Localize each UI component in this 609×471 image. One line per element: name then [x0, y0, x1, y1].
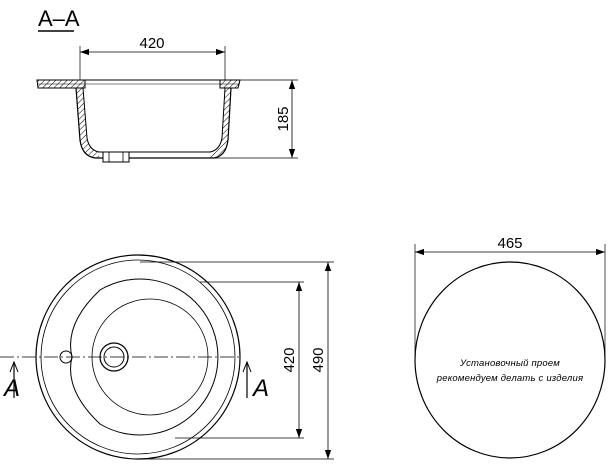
- cutout-view: 465 Установочный проем рекомендуем делат…: [414, 235, 606, 459]
- bowl-inner: [91, 298, 209, 416]
- section-title: A–A: [38, 6, 80, 31]
- dimension-section-width: 420: [139, 35, 164, 52]
- cut-label-right: A: [251, 375, 269, 402]
- drain-outlet: [102, 151, 130, 163]
- faucet-hole: [59, 350, 73, 364]
- cutout-note-line2: рекомендуем делать с изделия: [436, 373, 584, 384]
- sink-outer-edge: [35, 254, 241, 460]
- section-view: A–A 420 185: [36, 6, 298, 163]
- bowl-wall-outer: [75, 87, 232, 159]
- drain-inner: [103, 346, 125, 368]
- bowl-wall-inner: [82, 87, 226, 153]
- dimension-bowl-diameter: 420: [281, 347, 298, 372]
- cutout-note-line1: Установочный проем: [459, 358, 560, 369]
- dimension-outer-diameter: 490: [310, 347, 327, 372]
- dimension-section-depth: 185: [275, 106, 292, 131]
- plan-view: A A 420 490: [0, 254, 334, 460]
- dimension-cutout-diameter: 465: [497, 235, 522, 252]
- drain-outer: [99, 342, 129, 372]
- cut-label-left: A: [2, 375, 20, 402]
